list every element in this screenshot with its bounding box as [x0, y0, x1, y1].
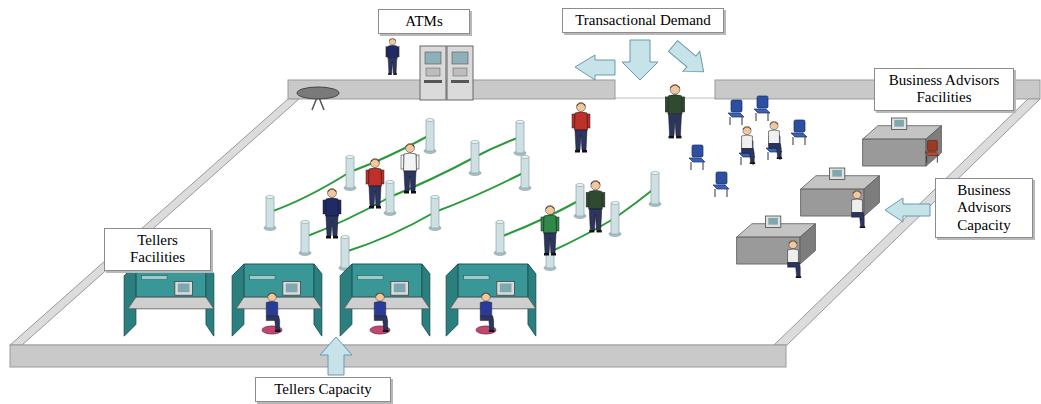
advisor-figure: [852, 190, 866, 228]
rope: [270, 135, 430, 212]
waiting-chair: [713, 172, 729, 197]
queue-post: [514, 120, 526, 155]
node-text: Tellers Capacity: [264, 381, 382, 398]
teller-cubicle: [232, 264, 322, 336]
waiting-chair: [791, 120, 807, 145]
atm-machine: [447, 46, 473, 100]
queue-post: [299, 220, 311, 255]
teller-cubicle: [446, 264, 536, 336]
queue-post: [264, 195, 276, 230]
floor: [18, 98, 1030, 345]
customer-figure: [366, 159, 384, 209]
teller-figure: [480, 292, 494, 332]
label-box: Business Advisors Capacity: [935, 178, 1033, 238]
customer-figure: [572, 103, 590, 153]
queue-post: [424, 118, 436, 153]
queue-post: [609, 201, 621, 236]
node-text: Business Advisors Capacity: [944, 182, 1024, 234]
queue-post: [519, 155, 531, 190]
customer-figure: [665, 85, 684, 139]
label-box: Transactional Demand: [562, 8, 724, 33]
node-text: Tellers Facilities: [113, 232, 202, 267]
customer-figure: [401, 144, 419, 194]
teller-figure: [374, 292, 388, 332]
waiting-chair: [728, 100, 744, 125]
label-box: Tellers Facilities: [104, 228, 211, 271]
round-table: [297, 87, 339, 99]
node-text: Business Advisors Facilities: [883, 72, 1005, 107]
client-figure: [742, 126, 756, 164]
advisor-desk: [863, 118, 942, 166]
teller-cubicle: [124, 264, 214, 336]
label-box: ATMs: [378, 9, 470, 34]
demand-arrow: [575, 55, 615, 80]
demand-arrow: [665, 36, 712, 82]
queue-post: [494, 220, 506, 255]
atm-machine: [420, 46, 446, 100]
customer-figure: [386, 38, 399, 75]
waiting-chair: [754, 96, 770, 121]
queue-post: [429, 195, 441, 230]
demand-arrow: [622, 40, 658, 80]
customer-figure: [541, 206, 559, 256]
front-wall: [10, 345, 786, 367]
advisor-desk: [801, 168, 880, 216]
client-figure: [769, 121, 783, 159]
queue-post: [469, 140, 481, 175]
queue-post: [344, 155, 356, 190]
right-wall: [774, 99, 1040, 345]
teller-cubicle: [340, 264, 430, 336]
queue-ropes: [270, 135, 655, 252]
node-text: Transactional Demand: [571, 12, 715, 29]
queue-post: [339, 235, 351, 270]
advisor-figure: [788, 240, 802, 278]
capacity-arrow: [320, 337, 352, 375]
node-text: ATMs: [387, 13, 461, 30]
advisor-chair: [925, 140, 939, 162]
customer-figure: [586, 181, 605, 233]
waiting-chair: [689, 145, 705, 170]
queue-post: [649, 171, 661, 206]
customer-figure: [323, 189, 341, 239]
rope: [500, 200, 580, 237]
label-box: Business Advisors Facilities: [874, 68, 1014, 111]
label-box: Tellers Capacity: [255, 377, 391, 402]
queue-post: [384, 180, 396, 215]
teller-figure: [266, 292, 280, 332]
queue-post: [574, 183, 586, 218]
advisor-desk: [737, 216, 816, 264]
capacity-arrow: [885, 198, 930, 222]
